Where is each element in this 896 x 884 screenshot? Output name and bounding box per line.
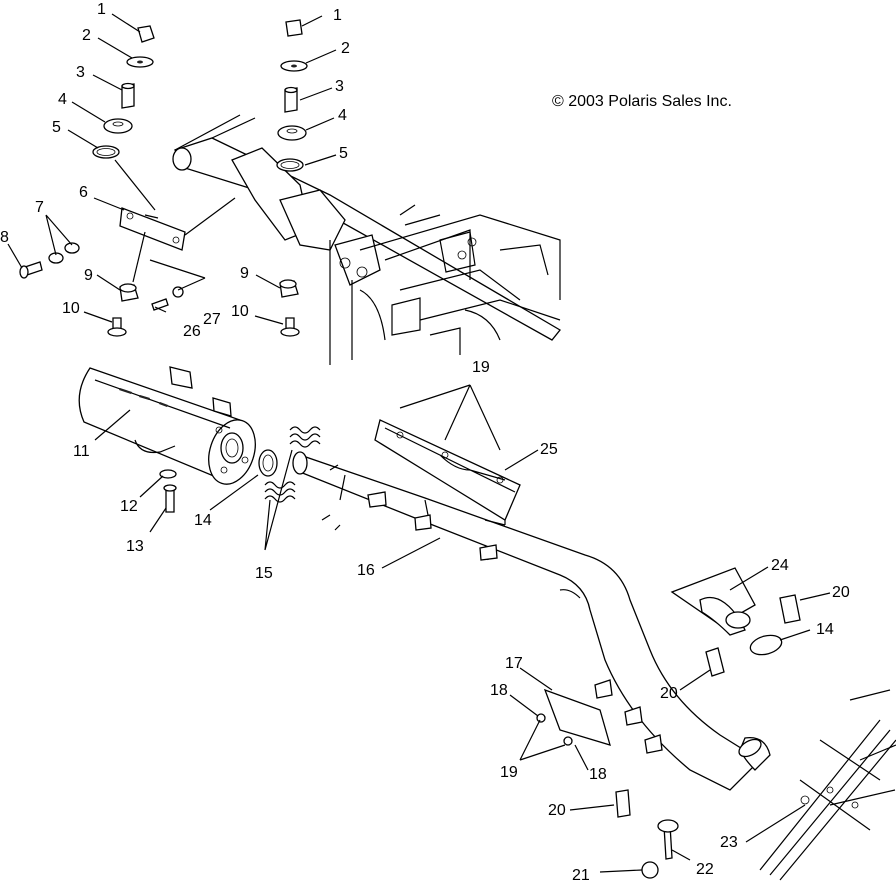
callout-10: 10 <box>62 300 80 317</box>
callout-18: 18 <box>589 766 607 783</box>
callout-14: 14 <box>194 512 212 529</box>
callout-4: 4 <box>338 107 347 124</box>
callout-18: 18 <box>490 682 508 699</box>
frame-assembly <box>172 114 561 365</box>
callout-13: 13 <box>126 538 144 555</box>
callout-12: 12 <box>120 498 138 515</box>
callout-20: 20 <box>548 802 566 819</box>
callout-20: 20 <box>832 584 850 601</box>
callout-11: 11 <box>73 443 90 460</box>
lower-right-parts <box>536 567 896 881</box>
callout-5: 5 <box>339 145 348 162</box>
hardware-stack-left <box>92 25 155 159</box>
callout-10: 10 <box>231 303 249 320</box>
callout-2: 2 <box>341 40 350 57</box>
callout-3: 3 <box>76 64 85 81</box>
callout-9: 9 <box>240 265 249 282</box>
mount-bracket <box>19 207 186 279</box>
leader-lines <box>7 13 831 873</box>
callout-21: 21 <box>572 867 590 884</box>
callout-16: 16 <box>357 562 375 579</box>
callout-9: 9 <box>84 267 93 284</box>
grommets-bolts <box>107 279 300 513</box>
callout-25: 25 <box>540 441 558 458</box>
heat-shield <box>374 419 521 526</box>
callout-7: 7 <box>35 199 44 216</box>
callout-4: 4 <box>58 91 67 108</box>
head-pipe <box>292 451 771 791</box>
callout-26: 26 <box>183 323 201 340</box>
callout-2: 2 <box>82 27 91 44</box>
callout-19: 19 <box>500 764 518 781</box>
hardware-stack-right <box>276 19 308 172</box>
exhaust-gasket <box>258 449 278 477</box>
callout-6: 6 <box>79 184 88 201</box>
callout-15: 15 <box>255 565 273 582</box>
callout-22: 22 <box>696 861 714 878</box>
callout-3: 3 <box>335 78 344 95</box>
muffler <box>78 366 256 485</box>
callout-1: 1 <box>333 7 342 24</box>
callout-23: 23 <box>720 834 738 851</box>
callout-8: 8 <box>0 229 9 246</box>
callout-24: 24 <box>771 557 789 574</box>
callout-1: 1 <box>97 1 106 18</box>
copyright-text: © 2003 Polaris Sales Inc. <box>552 93 732 110</box>
callout-20: 20 <box>660 685 678 702</box>
callout-27: 27 <box>203 311 221 328</box>
callout-17: 17 <box>505 655 523 672</box>
callout-5: 5 <box>52 119 61 136</box>
callout-14: 14 <box>816 621 834 638</box>
callout-19: 19 <box>472 359 490 376</box>
